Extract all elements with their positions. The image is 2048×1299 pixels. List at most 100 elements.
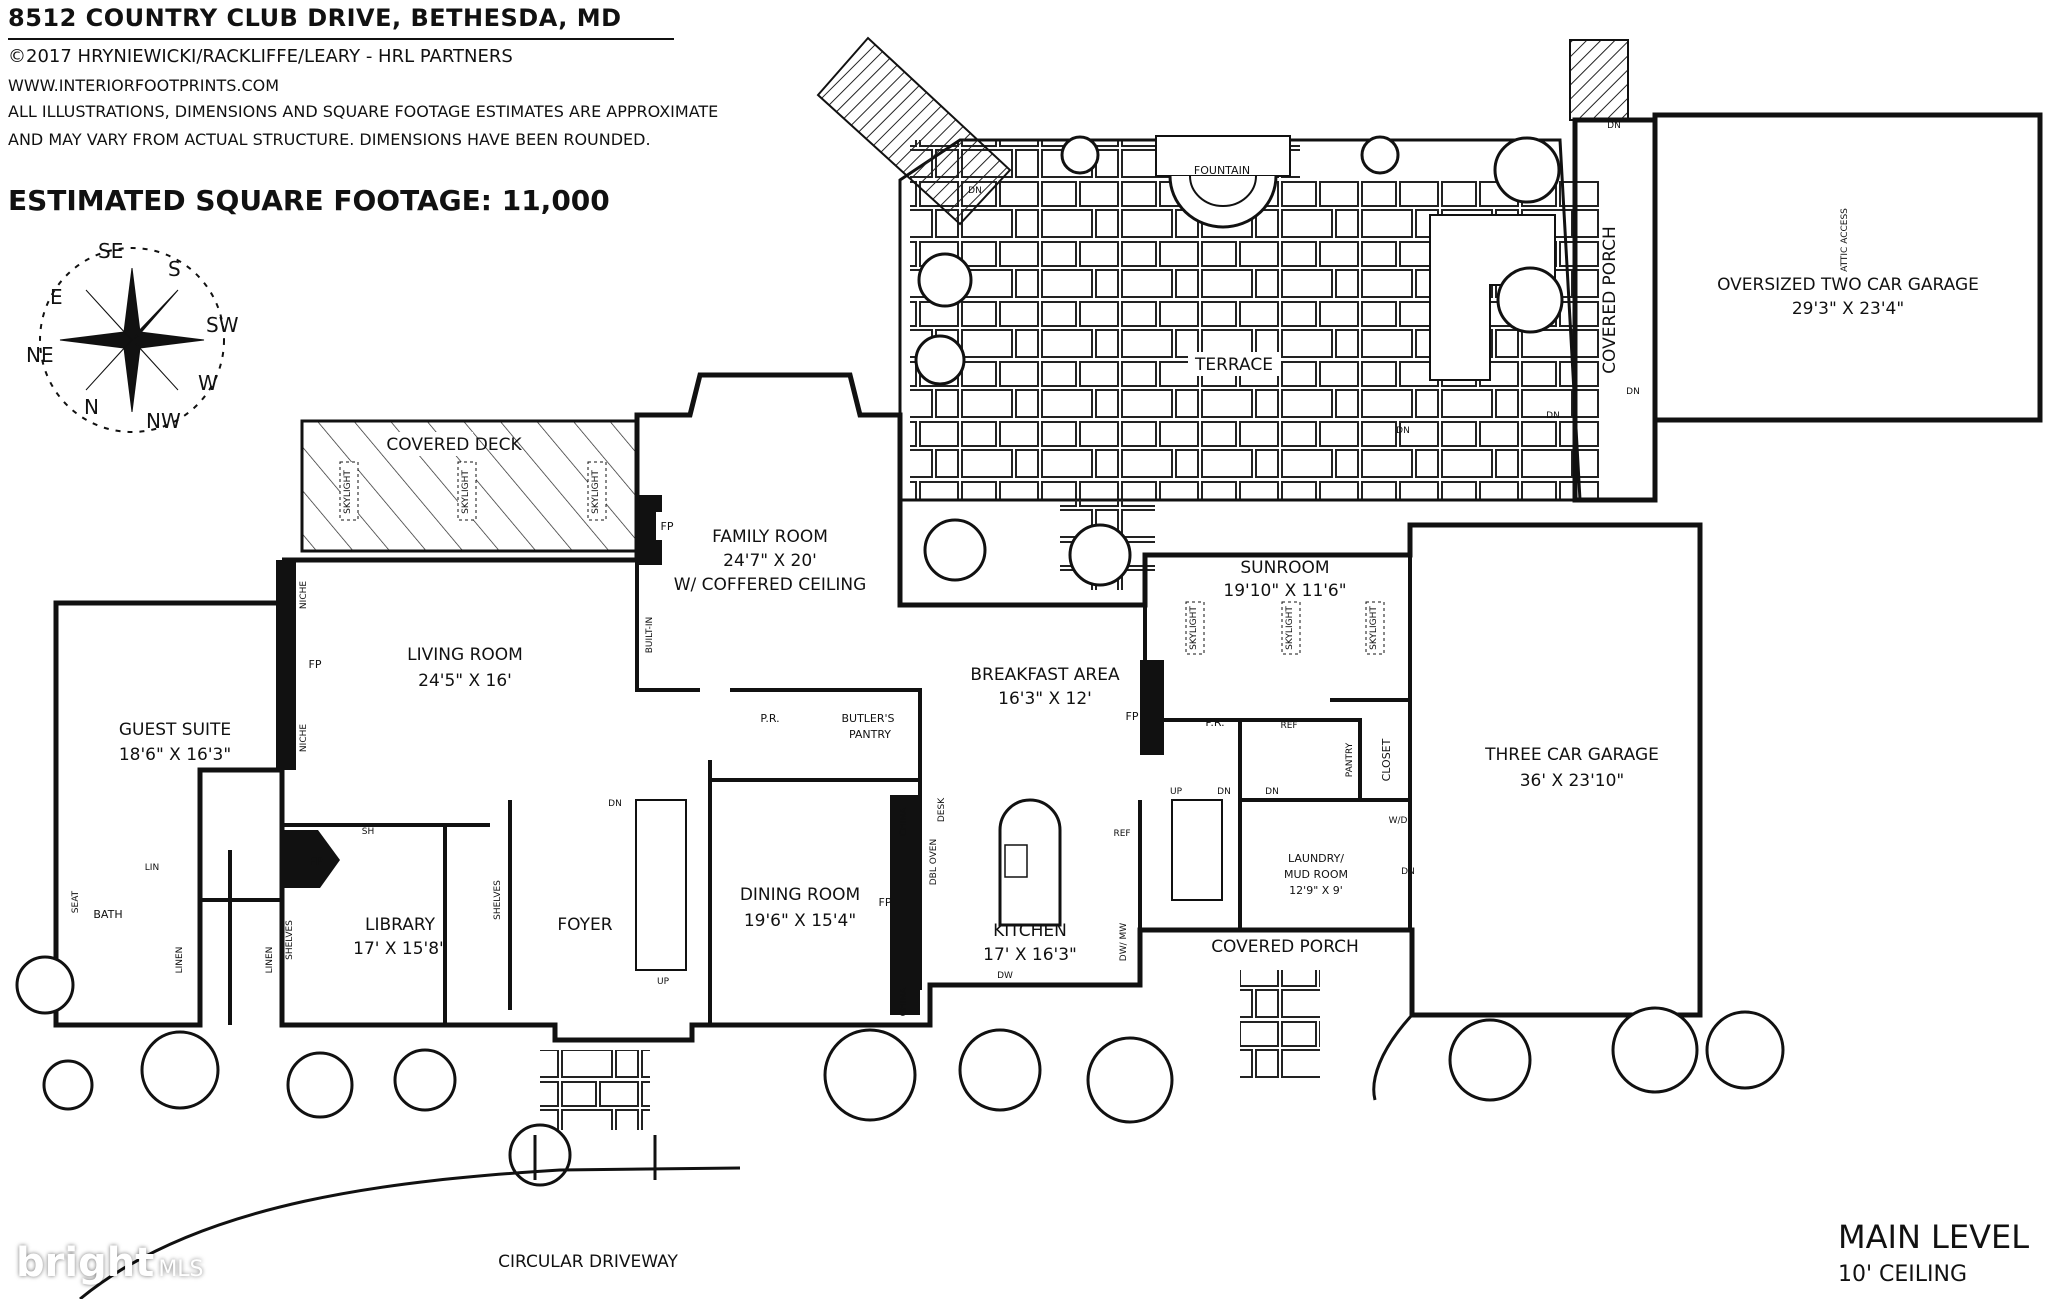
- ref-label-kitchen: REF: [1113, 829, 1130, 839]
- pantry-label: PANTRY: [1345, 742, 1355, 777]
- china-label-1: CHINA: [899, 807, 909, 836]
- skylight-label-4: SKYLIGHT: [1189, 606, 1199, 650]
- laundry-dim: 12'9" X 9': [1289, 884, 1343, 897]
- dn-label-6: DN: [1217, 787, 1231, 797]
- living-room-dim: 24'5" X 16': [418, 671, 512, 691]
- website-line: WWW.INTERIORFOOTPRINTS.COM: [8, 76, 280, 95]
- exterior-stair-northeast: [1569, 39, 1629, 121]
- disclaimer-line-2: AND MAY VARY FROM ACTUAL STRUCTURE. DIME…: [8, 130, 651, 149]
- seat-label: SEAT: [71, 890, 81, 913]
- property-address: 8512 COUNTRY CLUB DRIVE, BETHESDA, MD: [8, 4, 622, 32]
- butlers-pantry-label-1: BUTLER'S: [841, 712, 894, 725]
- copyright-line: ©2017 HRYNIEWICKI/RACKLIFFE/LEARY - HRL …: [8, 46, 513, 67]
- up-label-1: UP: [1170, 787, 1183, 797]
- skylight-label-6: SKYLIGHT: [1369, 606, 1379, 650]
- mud-room-label: MUD ROOM: [1284, 868, 1348, 881]
- main-stair: [635, 799, 687, 971]
- fp-label-breakfast: FP: [1126, 710, 1139, 723]
- pr-label-1: P.R.: [760, 712, 779, 725]
- bath-label: BATH: [93, 908, 122, 921]
- compass-e: E: [50, 285, 63, 309]
- ref-label-sunroom: REF: [1280, 721, 1297, 731]
- niche-label-2: NICHE: [299, 724, 309, 752]
- dn-label-7: DN: [1265, 787, 1279, 797]
- compass-n: N: [84, 395, 99, 419]
- square-footage: ESTIMATED SQUARE FOOTAGE: 11,000: [8, 184, 610, 217]
- skylight-label-1: SKYLIGHT: [343, 470, 353, 514]
- compass-rose: SE S SW W NW N NE E: [26, 239, 239, 433]
- skylight-label-5: SKYLIGHT: [1285, 606, 1295, 650]
- compass-sw: SW: [206, 313, 239, 337]
- circular-driveway-label: CIRCULAR DRIVEWAY: [498, 1252, 678, 1272]
- sunroom-skylights: [1185, 601, 1385, 655]
- fp-label-living: FP: [309, 658, 322, 671]
- dn-label-3: DN: [1626, 387, 1640, 397]
- skylight-label-3: SKYLIGHT: [591, 470, 601, 514]
- compass-ne: NE: [26, 343, 54, 367]
- fountain: FOUNTAIN: [1155, 135, 1291, 229]
- guest-suite-label: GUEST SUITE: [119, 720, 231, 740]
- skylight-label-2: SKYLIGHT: [461, 470, 471, 514]
- fountain-label: FOUNTAIN: [1194, 164, 1250, 177]
- sh-label: SH: [362, 827, 374, 837]
- china-label-2: CHINA: [899, 987, 909, 1016]
- dining-room-dim: 19'6" X 15'4": [744, 911, 856, 931]
- dn-label-8: DN: [1401, 867, 1415, 877]
- rear-stair: [1171, 799, 1223, 901]
- breakfast-area-dim: 16'3" X 12': [998, 689, 1092, 709]
- attic-access-label: ATTIC ACCESS: [1840, 208, 1850, 272]
- building-walls: [53, 112, 2043, 1043]
- library-label: LIBRARY: [365, 915, 436, 935]
- dn-label-9: DN: [608, 799, 622, 809]
- built-in-label: BUILT-IN: [645, 617, 655, 654]
- covered-deck-label: COVERED DECK: [386, 435, 522, 455]
- disclaimer-line-1: ALL ILLUSTRATIONS, DIMENSIONS AND SQUARE…: [8, 102, 719, 121]
- dn-label-2: DN: [1607, 121, 1621, 131]
- family-room-dim: 24'7" X 20': [723, 551, 817, 571]
- level-title: MAIN LEVEL: [1838, 1218, 2030, 1256]
- fp-label-family: FP: [661, 520, 674, 533]
- compass-s: S: [168, 257, 181, 281]
- covered-porch-side-label: COVERED PORCH: [1600, 226, 1620, 374]
- desk-label: DESK: [937, 797, 947, 822]
- up-label-2: UP: [657, 977, 670, 987]
- walkway-edge: [533, 1135, 657, 1180]
- three-car-garage-dim: 36' X 23'10": [1520, 771, 1625, 791]
- logo-brand: bright: [16, 1240, 155, 1286]
- dining-room-label: DINING ROOM: [740, 885, 860, 905]
- logo-suffix: MLS: [158, 1257, 204, 1282]
- breakfast-area-label: BREAKFAST AREA: [970, 665, 1120, 685]
- linen-label-1: LINEN: [175, 947, 185, 974]
- sunroom-dim: 19'10" X 11'6": [1223, 581, 1346, 601]
- compass-w: W: [198, 371, 218, 395]
- header-rule: [8, 38, 674, 40]
- dw-mw-label: DW/ MW: [1119, 923, 1129, 961]
- niche-label-1: NICHE: [299, 581, 309, 609]
- dn-label-1: DN: [968, 186, 982, 196]
- dn-label-4: DN: [1396, 426, 1410, 436]
- foyer-label: FOYER: [557, 915, 612, 935]
- living-room-label: LIVING ROOM: [407, 645, 523, 665]
- lin-label: LIN: [145, 863, 159, 873]
- dbl-oven-label: DBL OVEN: [929, 839, 939, 885]
- covered-porch-front-label: COVERED PORCH: [1211, 937, 1359, 957]
- fp-label-dining: FP: [879, 896, 892, 909]
- linen-label-2: LINEN: [265, 947, 275, 974]
- porch-arc: [1372, 1013, 1414, 1101]
- kitchen-label: KITCHEN: [993, 921, 1067, 941]
- library-dim: 17' X 15'8": [353, 939, 447, 959]
- shelves-label-1: SHELVES: [493, 880, 503, 920]
- laundry-label: LAUNDRY/: [1288, 852, 1344, 865]
- pr-label-2: P.R.: [1205, 716, 1224, 729]
- trees: [15, 135, 1785, 1187]
- terrace-label: TERRACE: [1194, 355, 1273, 375]
- butlers-pantry-label-2: PANTRY: [849, 728, 891, 741]
- ceiling-height: 10' CEILING: [1838, 1262, 1968, 1287]
- compass-nw: NW: [146, 409, 181, 433]
- room-labels: FAMILY ROOM 24'7" X 20' W/ COFFERED CEIL…: [93, 226, 1979, 1272]
- kitchen-island: [998, 798, 1062, 927]
- dn-label-5: DN: [1546, 411, 1560, 421]
- three-car-garage-label: THREE CAR GARAGE: [1484, 745, 1659, 765]
